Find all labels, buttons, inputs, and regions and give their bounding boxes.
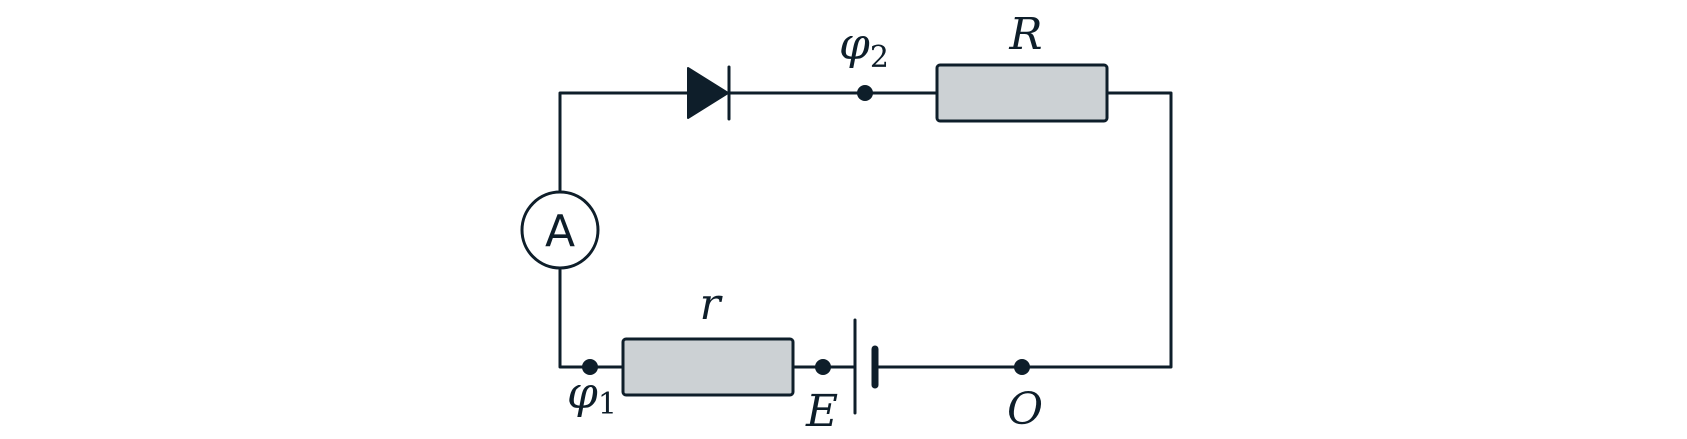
- label-phi2-base: φ: [839, 19, 870, 70]
- label-r: r: [699, 279, 723, 330]
- label-phi1: φ1: [567, 368, 617, 422]
- label-E: E: [805, 386, 838, 437]
- node-O: [1014, 359, 1030, 375]
- circuit-wires: [558, 91, 1173, 369]
- resistor-R: [935, 63, 1109, 123]
- wire-top-left: [558, 91, 690, 192]
- battery: [853, 318, 879, 415]
- label-phi2-sub: 2: [870, 40, 889, 75]
- wire-bottom-left: [558, 268, 625, 369]
- ammeter-label: A: [545, 206, 575, 257]
- diode: [687, 65, 731, 121]
- label-phi1-sub: 1: [598, 387, 617, 422]
- ammeter-circle: [520, 190, 600, 270]
- wire-right: [873, 91, 1173, 369]
- label-phi2: φ2: [839, 19, 889, 75]
- resistor-r: [621, 337, 795, 397]
- label-phi1-base: φ: [567, 368, 598, 419]
- diode-triangle: [687, 67, 729, 119]
- label-R: R: [1008, 9, 1042, 60]
- label-O: O: [1007, 384, 1043, 435]
- node-phi2: [857, 85, 873, 101]
- ammeter: A: [520, 190, 600, 270]
- node-E: [815, 359, 831, 375]
- node-phi1: [582, 359, 598, 375]
